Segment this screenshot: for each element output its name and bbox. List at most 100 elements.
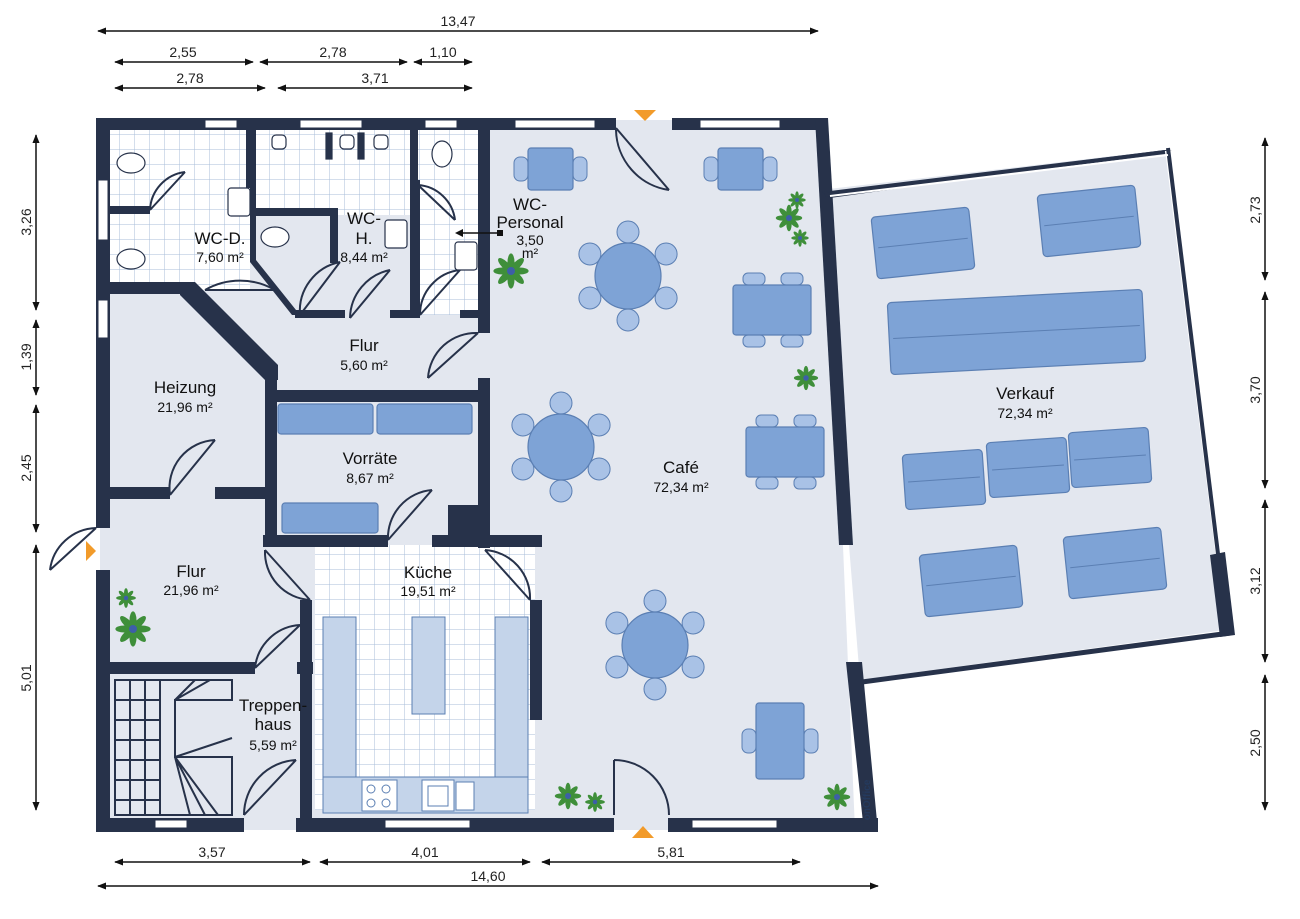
dim-bottom-total: 14,60 xyxy=(470,868,505,884)
dim-bottom-2: 4,01 xyxy=(411,844,438,860)
display-table-divider xyxy=(1074,454,1146,461)
plant-leaf xyxy=(498,270,512,284)
plants xyxy=(115,191,851,812)
plant-leaf xyxy=(558,795,569,806)
plant-leaf xyxy=(779,208,790,219)
room-flur-lower-area: 21,96 m² xyxy=(163,582,219,598)
plant xyxy=(791,229,809,247)
dim-left-4: 5,01 xyxy=(18,664,34,691)
room-wc-h-name2: H. xyxy=(356,229,373,248)
plant-leaf xyxy=(132,616,146,630)
room-heizung-name: Heizung xyxy=(154,378,216,397)
plant-leaf xyxy=(594,794,603,803)
chair xyxy=(741,728,757,754)
brand-logo: onOffice xyxy=(862,779,873,820)
plant-leaf xyxy=(793,231,801,239)
plant-leaf xyxy=(827,796,838,807)
wc-personal-pointer xyxy=(455,229,503,237)
plant-leaf xyxy=(788,208,799,219)
dimension-lines xyxy=(32,27,1269,890)
room-cafe-name: Café xyxy=(663,458,699,477)
chair xyxy=(572,156,588,182)
chair xyxy=(578,286,602,310)
chair xyxy=(681,611,705,635)
chair xyxy=(605,611,629,635)
room-cafe-area: 72,34 m² xyxy=(653,479,709,495)
plant-leaf xyxy=(587,801,596,810)
staircase xyxy=(114,679,233,816)
room-wc-personal-area2: m² xyxy=(522,245,539,261)
plant-leaf xyxy=(779,217,790,228)
room-vorraete-area: 8,67 m² xyxy=(346,470,394,486)
table xyxy=(527,147,574,191)
plant-leaf xyxy=(799,237,807,245)
dim-left-2: 1,39 xyxy=(18,343,34,370)
room-wc-h-area: 8,44 m² xyxy=(340,249,388,265)
chair xyxy=(511,413,535,437)
chair xyxy=(742,272,766,286)
display-table-divider xyxy=(878,237,968,249)
room-wc-d-area: 7,60 m² xyxy=(196,249,244,265)
plant-center xyxy=(834,794,840,800)
chair xyxy=(578,242,602,266)
plant-leaf xyxy=(498,258,512,272)
plant-center xyxy=(123,595,129,601)
chair xyxy=(616,308,640,332)
plant-center xyxy=(129,625,137,633)
plant-leaf xyxy=(125,590,134,599)
plant xyxy=(585,792,605,812)
dim-top-3: 1,10 xyxy=(429,44,456,60)
plant-leaf xyxy=(120,616,134,630)
display-table-divider xyxy=(908,476,980,483)
table xyxy=(745,426,825,478)
plant-leaf xyxy=(805,369,815,379)
dim-right-3: 3,12 xyxy=(1247,567,1263,594)
table xyxy=(732,284,812,336)
chair xyxy=(780,272,804,286)
chair xyxy=(793,476,817,490)
dim-top-total: 13,47 xyxy=(440,13,475,29)
chair xyxy=(762,156,778,182)
plant-leaf xyxy=(796,199,804,207)
room-kueche-area: 19,51 m² xyxy=(400,583,456,599)
plant-leaf xyxy=(836,796,847,807)
room-wc-personal-name2: Personal xyxy=(496,213,563,232)
plant-leaf xyxy=(125,597,134,606)
dim-top-1: 2,55 xyxy=(169,44,196,60)
dim-top-4: 2,78 xyxy=(176,70,203,86)
room-wc-personal-area: 3,50 xyxy=(516,232,543,248)
plant-leaf xyxy=(118,590,127,599)
plant xyxy=(775,204,803,232)
room-heizung-area: 21,96 m² xyxy=(157,399,213,415)
chair xyxy=(681,655,705,679)
plant-leaf xyxy=(587,794,596,803)
room-wc-h-name: WC- xyxy=(347,209,381,228)
room-wc-personal-name: WC- xyxy=(513,195,547,214)
chair xyxy=(703,156,719,182)
dim-left-1: 3,26 xyxy=(18,208,34,235)
plant-leaf xyxy=(827,787,838,798)
chair xyxy=(549,391,573,415)
plant xyxy=(116,588,136,608)
display-table-divider xyxy=(1044,215,1134,227)
storage-shelves xyxy=(277,403,473,534)
room-treppenhaus-name: Treppen- xyxy=(239,696,307,715)
dim-bottom-1: 3,57 xyxy=(198,844,225,860)
chair xyxy=(755,476,779,490)
room-flur-upper-name: Flur xyxy=(349,336,379,355)
room-verkauf-name: Verkauf xyxy=(996,384,1054,403)
plant-leaf xyxy=(558,786,569,797)
room-treppenhaus-area: 5,59 m² xyxy=(249,737,297,753)
chair xyxy=(587,457,611,481)
room-flur-lower-name: Flur xyxy=(176,562,206,581)
chair xyxy=(587,413,611,437)
dim-bottom-3: 5,81 xyxy=(657,844,684,860)
chair xyxy=(780,334,804,348)
doors xyxy=(49,127,670,816)
plant-leaf xyxy=(567,786,578,797)
plant-leaf xyxy=(510,270,524,284)
chair xyxy=(755,414,779,428)
plant-leaf xyxy=(793,237,801,245)
dim-right-4: 2,50 xyxy=(1247,729,1263,756)
chair xyxy=(511,457,535,481)
